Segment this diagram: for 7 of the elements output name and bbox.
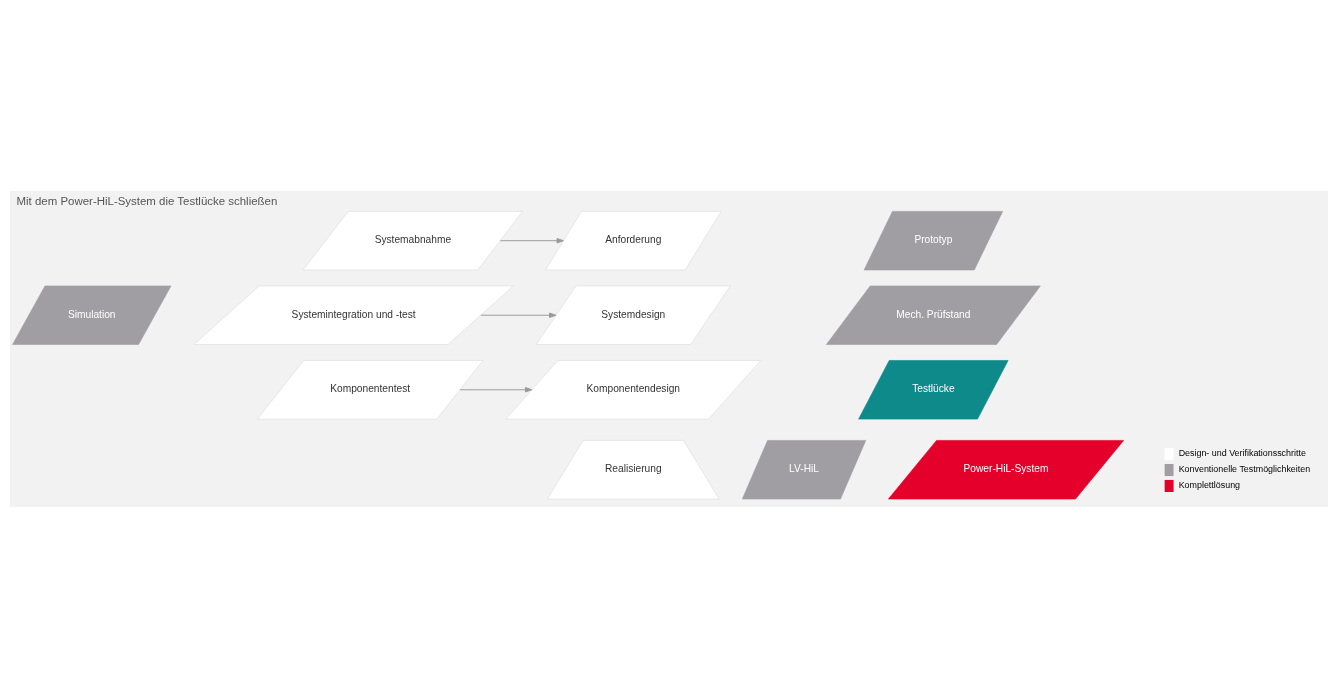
arrow — [459, 387, 533, 393]
diagram-title: Mit dem Power-HiL-System die Testlücke schließen — [16, 195, 278, 208]
arrow — [480, 312, 557, 318]
legend-label: Konventionelle Testmöglichkeiten — [1178, 464, 1311, 475]
arrow — [499, 238, 564, 244]
legend-label: Komplettlösung — [1178, 480, 1241, 491]
legend-label: Design- und Verifikationsschritte — [1178, 448, 1306, 459]
